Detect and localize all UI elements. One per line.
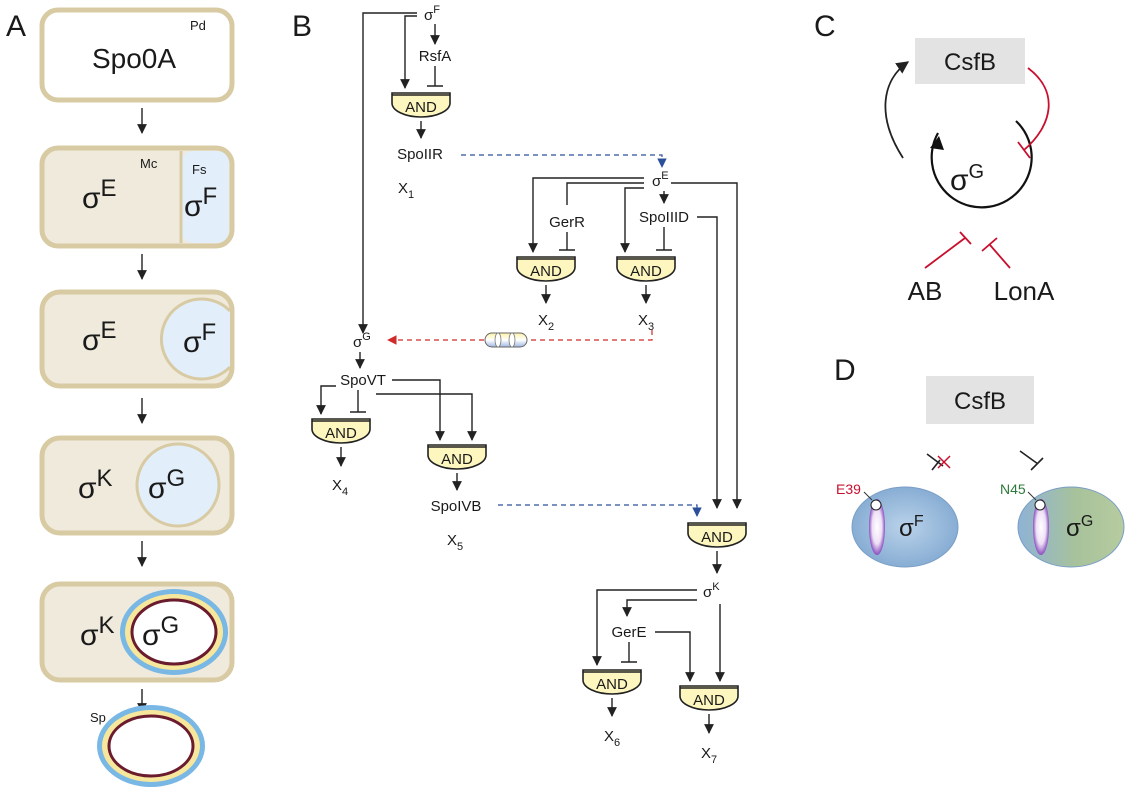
gerr-label: GerR (549, 214, 585, 231)
cell-sigma-g: N45 σG (1000, 481, 1125, 568)
sp-label: Sp (90, 710, 106, 725)
stage-engulfed: σK σG (39, 435, 235, 536)
sigma-g-d: σG (1066, 513, 1093, 542)
and-gate-4: AND (311, 418, 371, 444)
sigma-e-mc: σE (82, 175, 117, 215)
csfb-label-c: CsfB (944, 49, 996, 76)
sigma-k-mc: σK (78, 465, 113, 505)
panel-b: B σF RsfA AND SpoIIR X1 σE GerR SpoIIID … (292, 4, 747, 766)
and-gate-2: AND (516, 256, 576, 282)
stage-spore: Sp (90, 705, 205, 787)
x7-output: X7 (701, 745, 717, 766)
sigma-k-node: σK (703, 581, 720, 601)
cell-sigma-f: E39 σF (836, 481, 959, 568)
svg-text:AND: AND (325, 425, 357, 442)
x5-output: X5 (447, 532, 463, 553)
spoiiid-label: SpoIIID (639, 209, 689, 226)
sigma-k-mc2: σK (80, 612, 115, 652)
stage-asymmetric: Mc Fs σE σF (39, 145, 235, 249)
lona-inhibits (981, 237, 1011, 269)
x3-output: X3 (638, 312, 654, 333)
blocked-inhibition (926, 453, 944, 471)
rsfa-label: RsfA (419, 48, 452, 65)
and-gate-6: AND (687, 522, 747, 548)
svg-text:AND: AND (530, 263, 562, 280)
active-inhibition (1019, 450, 1044, 471)
block-cross-icon (937, 455, 951, 469)
sigma-g-loop (930, 120, 1033, 209)
panel-a: A Spo0A Pd Mc Fs σE σF σE σF σK (6, 7, 235, 787)
spovt-label: SpoVT (340, 372, 386, 389)
n45-label: N45 (1000, 481, 1026, 497)
ab-inhibits (924, 231, 972, 269)
mc-label: Mc (140, 156, 158, 171)
svg-text:AND: AND (405, 99, 437, 116)
sigma-f-fs2: σF (183, 319, 216, 359)
spoiir-label: SpoIIR (397, 146, 443, 163)
sigma-f-d: σF (899, 513, 924, 542)
sigma-e-mc2: σE (82, 317, 117, 357)
pd-label: Pd (190, 18, 206, 33)
stage-coat: σK σG (39, 581, 235, 683)
csfb-label-d: CsfB (954, 388, 1006, 415)
panel-d: D CsfB E39 σF N45 σG (834, 354, 1125, 568)
sigma-g-fs: σG (148, 465, 185, 505)
sigma-g-fs2: σG (142, 612, 179, 652)
sigma-e-node: σE (652, 170, 669, 190)
e39-label: E39 (836, 481, 861, 497)
svg-text:AND: AND (693, 692, 725, 709)
and-gate-8: AND (679, 685, 739, 711)
sigma-g-c: σG (950, 161, 984, 197)
spoivb-label: SpoIVB (431, 498, 482, 515)
csfb-box (915, 38, 1025, 84)
panel-label-d: D (834, 354, 856, 387)
and-gate-1: AND (391, 92, 451, 118)
and-gate-5: AND (427, 444, 487, 470)
panel-label-c: C (814, 10, 836, 43)
svg-text:AND: AND (630, 263, 662, 280)
lona-label: LonA (994, 276, 1055, 306)
csfb-inhibits-sigma-g (1017, 67, 1050, 159)
fs-label: Fs (192, 162, 207, 177)
gere-label: GerE (611, 624, 646, 641)
x6-output: X6 (604, 728, 620, 749)
spo0a-label: Spo0A (92, 43, 176, 74)
sigma-g-node: σG (353, 331, 371, 351)
panel-c: C CsfB σG AB LonA (814, 10, 1055, 306)
sigma-f-node: σF (424, 4, 440, 24)
stage-engulfment: σE σF (39, 289, 235, 389)
x4-output: X4 (332, 477, 348, 498)
panel-label-b: B (292, 10, 312, 43)
sigma-g-to-csfb (884, 61, 910, 159)
channel-icon (484, 332, 528, 348)
stage-predivisional: Spo0A Pd (39, 7, 235, 103)
ab-label: AB (908, 276, 943, 306)
and-gate-3: AND (616, 256, 676, 282)
sigma-f-fs: σF (184, 183, 217, 223)
svg-text:AND: AND (596, 676, 628, 693)
panel-label-a: A (6, 10, 26, 43)
svg-text:AND: AND (441, 451, 473, 468)
svg-text:AND: AND (701, 529, 733, 546)
x1-output: X1 (398, 180, 414, 201)
csfb-box-d (926, 376, 1034, 424)
and-gate-7: AND (582, 669, 642, 695)
x2-output: X2 (538, 312, 554, 333)
